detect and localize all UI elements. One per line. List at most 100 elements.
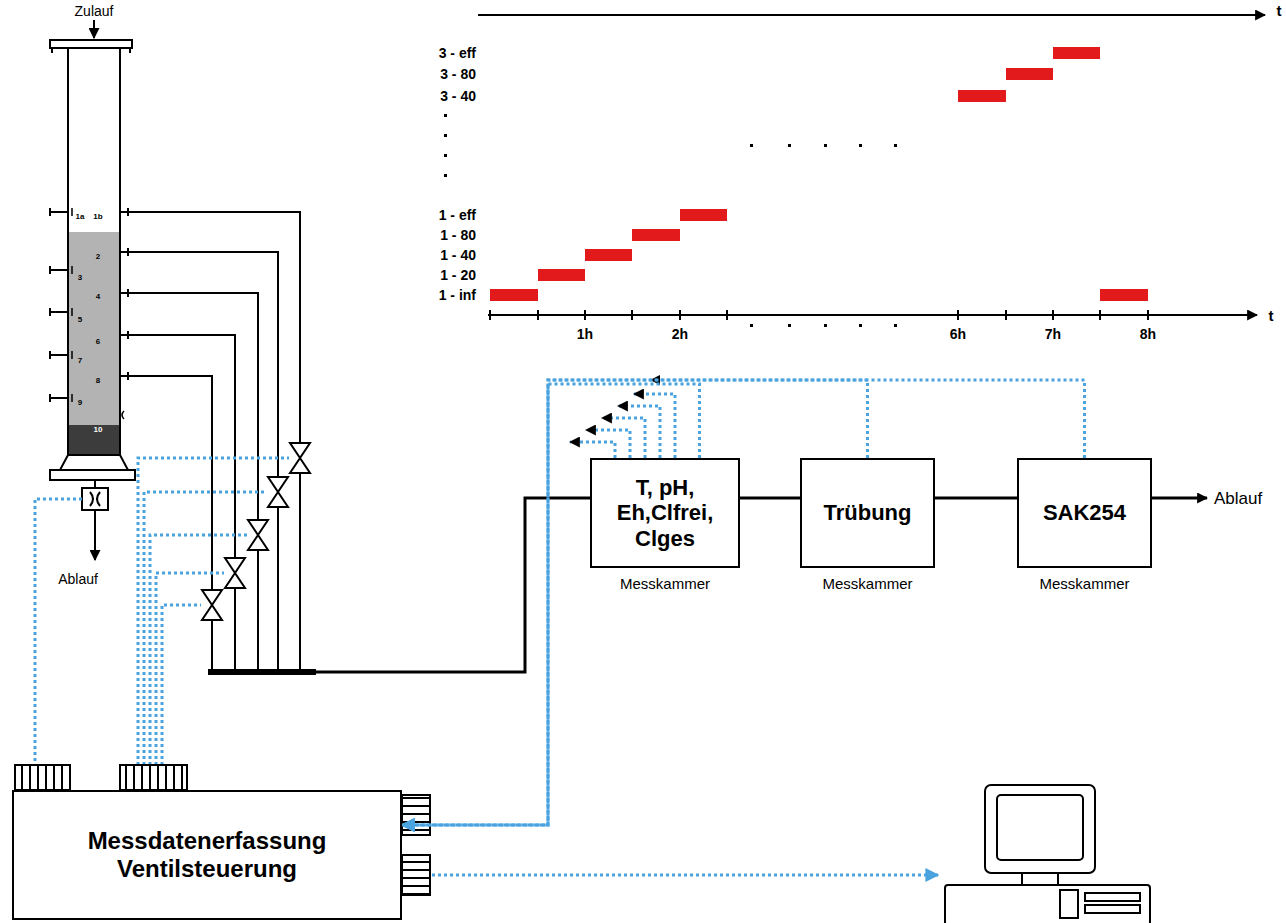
column-part [68, 48, 120, 455]
ellipsis-dot-part [788, 324, 791, 327]
computer-icon-part [1060, 890, 1078, 918]
connector-plug-part [402, 855, 430, 895]
timeline-axis [478, 15, 1265, 320]
signal-connector [402, 380, 868, 825]
measuring-chamber: T, pH, Eh,Clfrei, ClgesMesskammer [590, 458, 740, 568]
tick-label: 7h [1045, 327, 1061, 341]
measuring-chamber: SAK254Messkammer [1017, 458, 1152, 568]
valve-symbol-part [225, 558, 245, 588]
port-number: 4 [96, 293, 100, 301]
box-caption: Messkammer [822, 576, 912, 591]
pipe-connector [740, 497, 800, 500]
column-part [50, 208, 68, 402]
schedule-bar-part [680, 209, 727, 221]
signal-line-part [156, 573, 224, 765]
manifold [208, 669, 316, 675]
valve-symbol-part [248, 520, 268, 550]
signal-line-part [138, 458, 289, 765]
signal-connector [402, 384, 700, 825]
signal-line-part [634, 394, 675, 458]
computer-icon-part [945, 885, 1150, 923]
ellipsis-dot-part [444, 114, 447, 117]
outlet-label: Ablauf [58, 572, 98, 586]
ellipsis-dot-part [894, 144, 897, 147]
measuring-chamber: TrübungMesskammer [800, 458, 935, 568]
column-part [68, 48, 120, 455]
ellipsis-dot-part [824, 324, 827, 327]
schedule-bar-part [1006, 68, 1053, 80]
schedule-bar-part [585, 249, 632, 261]
flow-meter [82, 480, 108, 560]
ellipsis-dot-part [750, 324, 753, 327]
row-label: 1 - inf [439, 288, 476, 302]
signal-line-part [150, 535, 247, 765]
box-caption: Messkammer [1039, 576, 1129, 591]
box-title: T, pH, Eh,Clfrei, Clges [592, 475, 738, 551]
timeline-axis-part [488, 314, 1257, 316]
ellipsis-dot-part [444, 134, 447, 137]
row-label: 3 - 40 [440, 89, 476, 103]
arrowhead [650, 375, 660, 385]
box-caption: Messkammer [620, 576, 710, 591]
computer-icon-part [985, 785, 1095, 873]
flow-meter-part [82, 488, 108, 510]
schedule-bar-part [958, 90, 1006, 102]
pipe-part [315, 498, 590, 672]
port-number: 1a [76, 213, 85, 221]
port-number: 10 [94, 426, 103, 434]
signal-line-part [570, 442, 615, 458]
column-part [60, 455, 128, 470]
ellipsis-dot-part [859, 324, 862, 327]
column-part [50, 40, 132, 48]
schedule-bar-part [1100, 289, 1148, 301]
row-label: 1 - eff [439, 208, 476, 222]
column-part [120, 212, 128, 376]
column-part [93, 20, 95, 38]
connector-plug-part [402, 795, 430, 835]
axis-label: t [1277, 3, 1282, 18]
ellipsis-dot [444, 114, 897, 327]
port-number: 2 [96, 253, 100, 261]
valve-symbol [202, 443, 310, 620]
axis-label: t [1269, 308, 1274, 323]
pipe-part [128, 252, 278, 672]
column-part [52, 48, 130, 53]
connector-plug-part [120, 765, 187, 790]
column-part [50, 470, 135, 480]
port-number: 9 [78, 399, 82, 407]
ellipsis-dot-part [824, 144, 827, 147]
outlet-label: Ablauf [1214, 490, 1262, 507]
row-label: 3 - eff [439, 46, 476, 60]
tick-label: 2h [672, 327, 688, 341]
port-number: 6 [96, 338, 100, 346]
schedule-bar-part [490, 289, 538, 301]
row-label: 1 - 80 [440, 228, 476, 242]
valve-symbol-part [202, 590, 222, 620]
computer-icon-part [997, 795, 1083, 860]
ellipsis-dot-part [444, 154, 447, 157]
column [50, 20, 135, 480]
schedule-bar [490, 47, 1148, 301]
signal-line-part [162, 605, 201, 765]
computer-icon-part [1085, 905, 1140, 913]
pipe-part [1152, 497, 1207, 500]
schedule-bar-part [632, 229, 680, 241]
column-part [69, 232, 119, 425]
computer-icon-part [1022, 873, 1058, 885]
ellipsis-dot-part [788, 144, 791, 147]
signal-line-part [432, 874, 938, 877]
timeline-axis-part [490, 310, 1148, 320]
box-title: SAK254 [1037, 500, 1132, 525]
pipe [128, 212, 1207, 672]
signal-line-part [35, 499, 82, 765]
timeline-axis-part [478, 14, 1265, 16]
signal-line-part [618, 406, 660, 458]
port-number: 5 [78, 316, 82, 324]
signal-line-part [602, 418, 645, 458]
pipe-connector [935, 497, 1017, 500]
port-number: 8 [96, 377, 100, 385]
schedule-bar-part [1053, 47, 1100, 59]
port-number: 1b [93, 213, 102, 221]
pipe-part [128, 212, 300, 672]
